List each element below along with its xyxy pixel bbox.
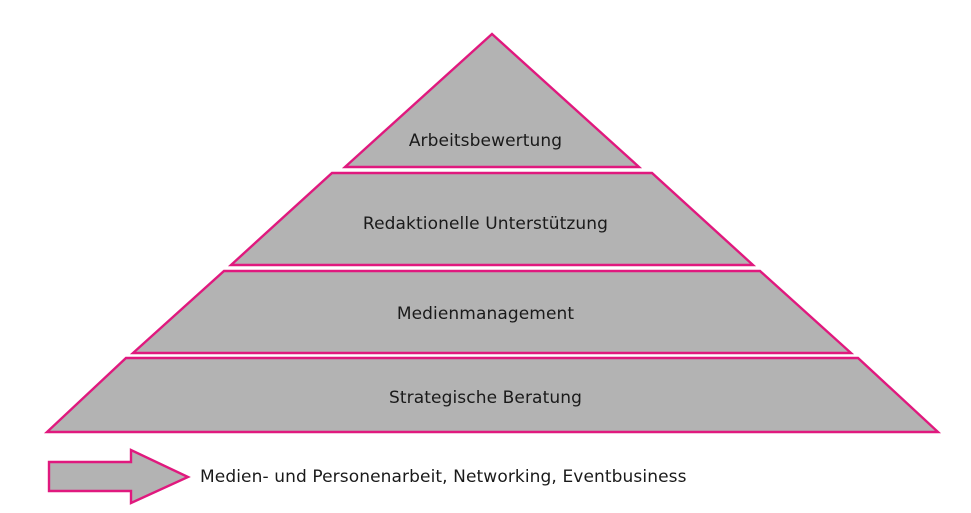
footnote-label: Medien- und Personenarbeit, Networking, …: [200, 467, 687, 487]
pyramid-tier-1-shape[interactable]: [341, 32, 643, 169]
right-block-arrow-icon: [47, 448, 191, 505]
pyramid-tier-4-shape[interactable]: [43, 356, 942, 434]
pyramid-tier-2-shape[interactable]: [227, 171, 757, 267]
pyramid-tier-3-shape[interactable]: [129, 269, 855, 355]
